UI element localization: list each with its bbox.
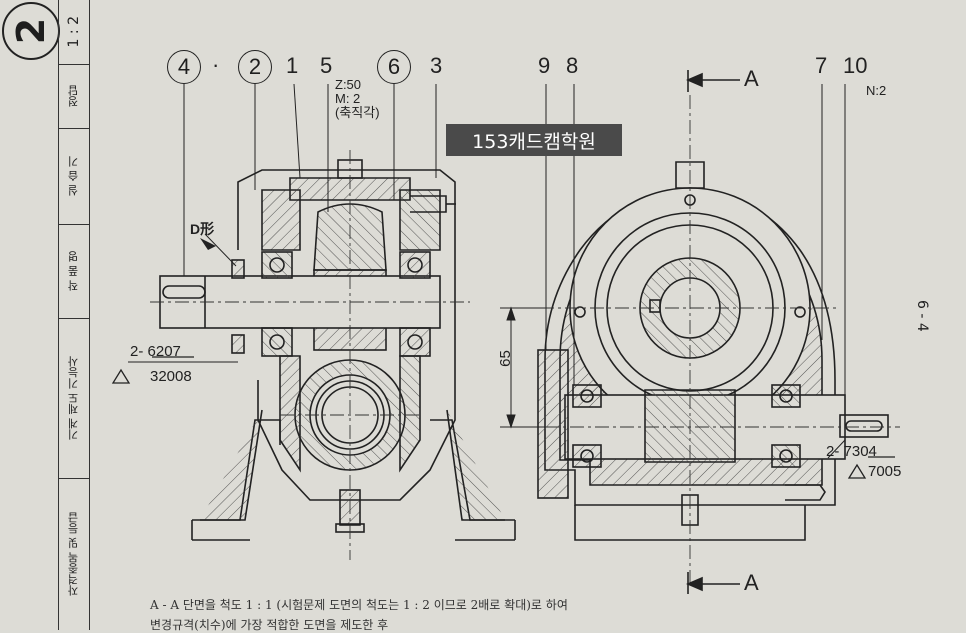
instruction-line-2: 변경규격(치수)에 가장 적합한 도면을 제도한 후 (150, 618, 389, 632)
gear-spec: Z:50 M: 2 (축직각) (335, 77, 380, 120)
part-label-8: 8 (566, 53, 579, 78)
sheet-kind-cell: 정답 (59, 64, 89, 129)
balloon-part-6: 6 (377, 50, 411, 84)
part-label-9: 9 (538, 53, 551, 78)
part-label-10: 10 (843, 53, 868, 78)
grade-cell: 기계 제도 기능사 (59, 318, 89, 479)
dimension-65: 65 (496, 350, 514, 367)
part-label-7: 7 (815, 53, 828, 78)
page-number: 6 - 4 (914, 300, 930, 332)
worm-threads: N:2 (866, 83, 887, 98)
balloon-part-4: 4 (167, 50, 201, 84)
d-shape-note: D形 (190, 221, 215, 237)
part-label-3: 3 (430, 53, 443, 78)
section-mark-top: A (744, 66, 759, 91)
bearing-left-new: 32008 (150, 368, 192, 385)
side-title-strip: 1 : 2 정답 실 습 기 작 품 명 기계 제도 기능사 자격종목 및 등급 (58, 0, 90, 630)
exam-cell: 실 습 기 (59, 128, 89, 225)
sheet-number-badge: 2 (2, 2, 60, 60)
right-sectional-view (537, 161, 889, 541)
work-name-cell: 작 품 명 (59, 224, 89, 319)
bearing-left-old: 2- 6207 (130, 343, 181, 360)
section-mark-bottom: A (744, 570, 759, 595)
left-sectional-view (159, 159, 516, 541)
bearing-right-old: 2- 7304 (826, 443, 877, 460)
scale-cell: 1 : 2 (59, 0, 89, 65)
dot-separator: · (212, 52, 220, 77)
part-label-1: 1 (286, 53, 299, 78)
balloon-part-2: 2 (238, 50, 272, 84)
bearing-right-new: 7005 (868, 463, 902, 480)
instruction-line-1: A - A 단면을 척도 1 : 1 (시험문제 도면의 척도는 1 : 2 이… (150, 598, 568, 612)
part-label-5: 5 (320, 53, 333, 78)
watermark-label: 153캐드캠학원 (446, 124, 622, 156)
